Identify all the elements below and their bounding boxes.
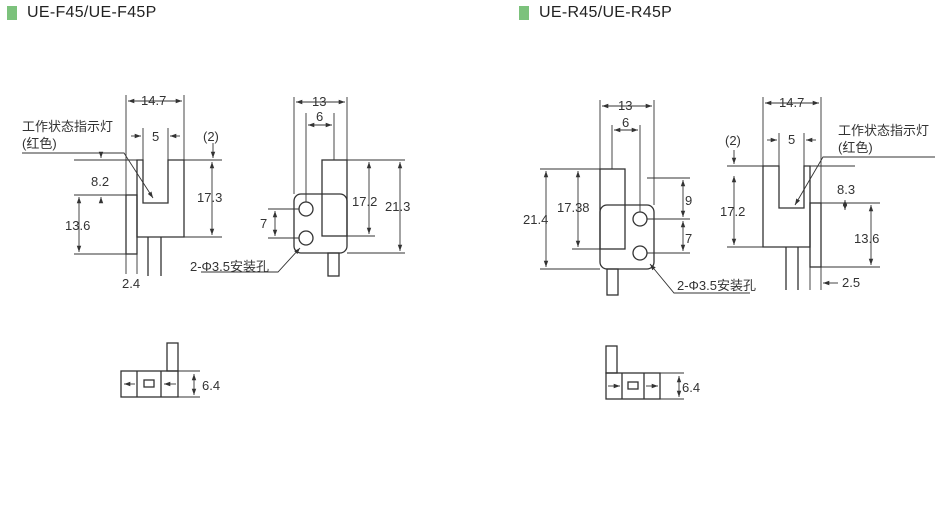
right-mounting-holes-label: 2-Φ3.5安装孔 bbox=[677, 278, 756, 293]
right-dim-17-38: 17.38 bbox=[557, 200, 590, 215]
left-dim-21-3: 21.3 bbox=[385, 199, 410, 214]
right-top-view bbox=[605, 345, 684, 400]
right-dim-14-7: 14.7 bbox=[779, 95, 804, 110]
right-dim-6: 6 bbox=[622, 115, 629, 130]
left-dim-5: 5 bbox=[152, 129, 159, 144]
right-dim-13: 13 bbox=[618, 98, 632, 113]
green-marker-icon bbox=[519, 6, 529, 20]
left-front-view bbox=[22, 95, 222, 276]
left-side-view bbox=[201, 97, 405, 277]
right-indicator-label: 工作状态指示灯 bbox=[838, 123, 929, 138]
right-header: UE-R45/UE-R45P bbox=[519, 4, 672, 22]
right-dim-2: (2) bbox=[725, 133, 741, 148]
right-dim-8-3: 8.3 bbox=[837, 182, 855, 197]
left-dim-6-4: 6.4 bbox=[202, 378, 220, 393]
left-dim-6: 6 bbox=[316, 109, 323, 124]
left-indicator-color-label: (红色) bbox=[22, 136, 57, 151]
right-side-view bbox=[540, 100, 750, 296]
left-dim-13-6: 13.6 bbox=[65, 218, 90, 233]
right-dim-6-4: 6.4 bbox=[682, 380, 700, 395]
left-indicator-label: 工作状态指示灯 bbox=[22, 119, 113, 134]
left-model-title: UE-F45/UE-F45P bbox=[27, 4, 157, 21]
right-dim-17-2: 17.2 bbox=[720, 204, 745, 219]
right-dim-2-5: 2.5 bbox=[842, 275, 860, 290]
green-marker-icon bbox=[7, 6, 17, 20]
right-dim-7: 7 bbox=[685, 231, 692, 246]
right-dim-13-6: 13.6 bbox=[854, 231, 879, 246]
left-dim-2: (2) bbox=[203, 129, 219, 144]
right-model-title: UE-R45/UE-R45P bbox=[539, 4, 673, 21]
left-dim-2-4: 2.4 bbox=[122, 276, 140, 291]
right-front-view bbox=[727, 97, 935, 290]
left-dim-14-7: 14.7 bbox=[141, 93, 166, 108]
left-dim-17-2: 17.2 bbox=[352, 194, 377, 209]
left-dim-8-2: 8.2 bbox=[91, 174, 109, 189]
left-top-view bbox=[120, 342, 200, 398]
right-dim-21-4: 21.4 bbox=[523, 212, 548, 227]
left-dim-17-3: 17.3 bbox=[197, 190, 222, 205]
right-dim-9: 9 bbox=[685, 193, 692, 208]
left-header: UE-F45/UE-F45P bbox=[7, 4, 157, 22]
left-dim-13: 13 bbox=[312, 94, 326, 109]
right-dim-5: 5 bbox=[788, 132, 795, 147]
left-dim-7: 7 bbox=[260, 216, 267, 231]
right-indicator-color-label: (红色) bbox=[838, 140, 873, 155]
left-mounting-holes-label: 2-Φ3.5安装孔 bbox=[190, 259, 269, 274]
